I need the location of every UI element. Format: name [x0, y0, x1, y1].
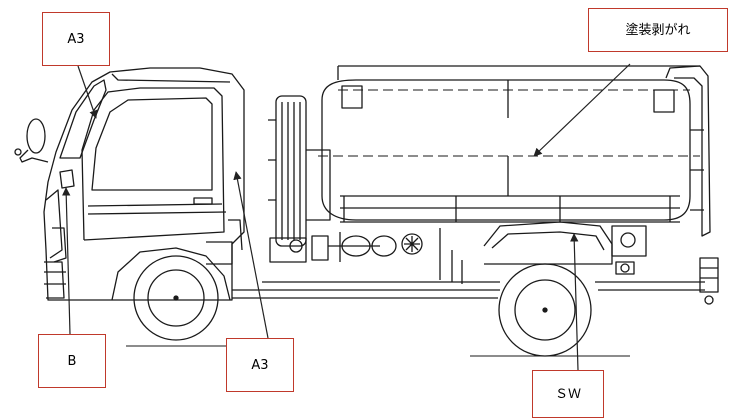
- arrow-a3-top: [77, 65, 98, 119]
- arrow-paint: [533, 63, 631, 157]
- truck-cab: [43, 67, 245, 301]
- callout-sw: ＳＷ: [532, 370, 604, 418]
- arrow-b: [62, 187, 71, 335]
- front-wheel: [133, 255, 219, 341]
- callout-arrows: [62, 63, 631, 371]
- callout-paint-text: 塗装剥がれ: [625, 22, 691, 38]
- callout-a3-bottom-text: A3: [251, 357, 269, 373]
- side-mirror: [14, 118, 49, 163]
- chassis-frame: [232, 95, 719, 305]
- callout-a3-top: A3: [42, 12, 110, 66]
- arrow-a3-bottom: [233, 171, 269, 339]
- callout-b: B: [38, 334, 106, 388]
- callout-paint-peeling: 塗装剥がれ: [588, 8, 728, 52]
- callout-b-text: B: [67, 353, 77, 369]
- callout-a3-bottom: A3: [226, 338, 294, 392]
- fuel-tank: [321, 65, 711, 237]
- callout-a3-top-text: A3: [67, 31, 85, 47]
- arrow-sw: [570, 233, 579, 371]
- callout-sw-text: ＳＷ: [554, 386, 581, 402]
